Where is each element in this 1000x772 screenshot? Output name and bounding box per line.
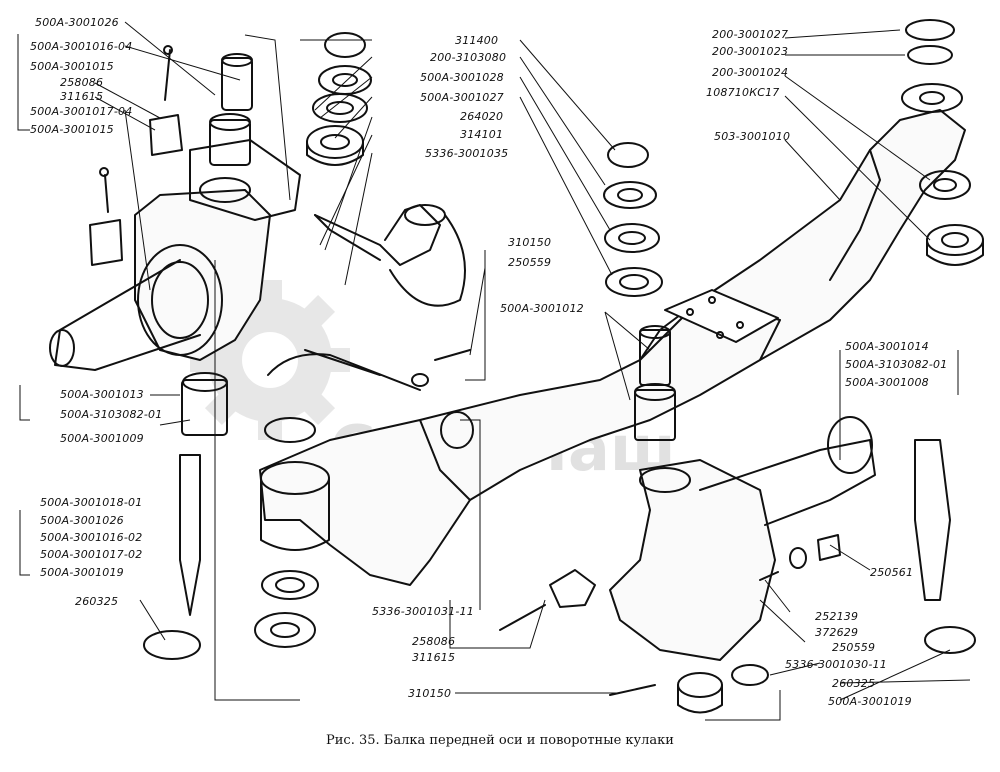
label-5336-3001035: 5336-3001035 <box>425 147 508 160</box>
label-372629: 372629 <box>815 626 858 639</box>
label-503-3001010: 503-3001010 <box>714 130 790 143</box>
left-steering-knuckle <box>49 139 301 371</box>
leader-lines <box>17 21 971 721</box>
left-king-pin-parts <box>89 45 421 660</box>
label-500A-3001016-02: 500А-3001016-02 <box>40 531 142 544</box>
label-200-3103080: 200-3103080 <box>430 51 506 64</box>
label-258086-top: 258086 <box>60 76 103 89</box>
label-5336-3001030-11: 5336-3001030-11 <box>785 658 887 671</box>
label-250561: 250561 <box>870 566 913 579</box>
label-250559-bottom: 250559 <box>832 641 875 654</box>
label-500A-3001009: 500А-3001009 <box>60 432 144 445</box>
label-260325-left: 260325 <box>75 595 118 608</box>
label-5336-3001031-11: 5336-3001031-11 <box>372 605 474 618</box>
label-200-3001024: 200-3001024 <box>712 66 788 79</box>
label-500A-3001017-04: 500А-3001017-04 <box>30 105 132 118</box>
upper-washer-stack <box>306 32 372 166</box>
label-500A-3001015: 500А-3001015 <box>30 123 114 136</box>
label-500A-3001015-top: 500А-3001015 <box>30 60 114 73</box>
steering-arm <box>314 204 466 307</box>
label-500A-3001027: 500А-3001027 <box>420 91 504 104</box>
label-500A-3001018-01: 500А-3001018-01 <box>40 496 142 509</box>
label-500A-3001026-lower: 500А-3001026 <box>40 514 124 527</box>
label-310150-bottom: 310150 <box>408 687 451 700</box>
label-311400: 311400 <box>455 34 498 47</box>
label-500A-3103082-01-left: 500А-3103082-01 <box>60 408 162 421</box>
label-314101: 314101 <box>460 128 503 141</box>
label-250559-mid: 250559 <box>508 256 551 269</box>
label-310150-mid: 310150 <box>508 236 551 249</box>
label-500A-3001016-04: 500А-3001016-04 <box>30 40 132 53</box>
figure-caption: Рис. 35. Балка передней оси и поворотные… <box>326 733 674 748</box>
right-washer-stack <box>603 19 984 297</box>
label-500A-3001019-left: 500А-3001019 <box>40 566 124 579</box>
label-500A-3001008: 500А-3001008 <box>845 376 929 389</box>
label-252139: 252139 <box>815 610 858 623</box>
label-500A-3001019-right: 500А-3001019 <box>828 695 912 708</box>
label-500A-3103082-01-right: 500А-3103082-01 <box>845 358 947 371</box>
label-264020: 264020 <box>460 110 503 123</box>
label-108710KC17: 108710КС17 <box>706 86 779 99</box>
label-311615-top: 311615 <box>60 90 103 103</box>
label-200-3001023: 200-3001023 <box>712 45 788 58</box>
label-258086-bottom: 258086 <box>412 635 455 648</box>
label-311615-bottom: 311615 <box>412 651 455 664</box>
right-steering-knuckle <box>609 325 976 714</box>
label-500A-3001013: 500А-3001013 <box>60 388 144 401</box>
label-500A-3001012: 500А-3001012 <box>500 302 584 315</box>
small-fasteners <box>254 349 841 648</box>
axle-beam <box>259 83 966 586</box>
label-500A-3001028: 500А-3001028 <box>420 71 504 84</box>
label-260325-right: 260325 <box>832 677 875 690</box>
callout-labels: 500А-3001026 500А-3001016-04 500А-300101… <box>30 16 947 708</box>
label-200-3001027: 200-3001027 <box>712 28 788 41</box>
label-500A-3001017-02: 500А-3001017-02 <box>40 548 142 561</box>
label-500A-3001014: 500А-3001014 <box>845 340 929 353</box>
label-500A-3001026: 500А-3001026 <box>35 16 119 29</box>
